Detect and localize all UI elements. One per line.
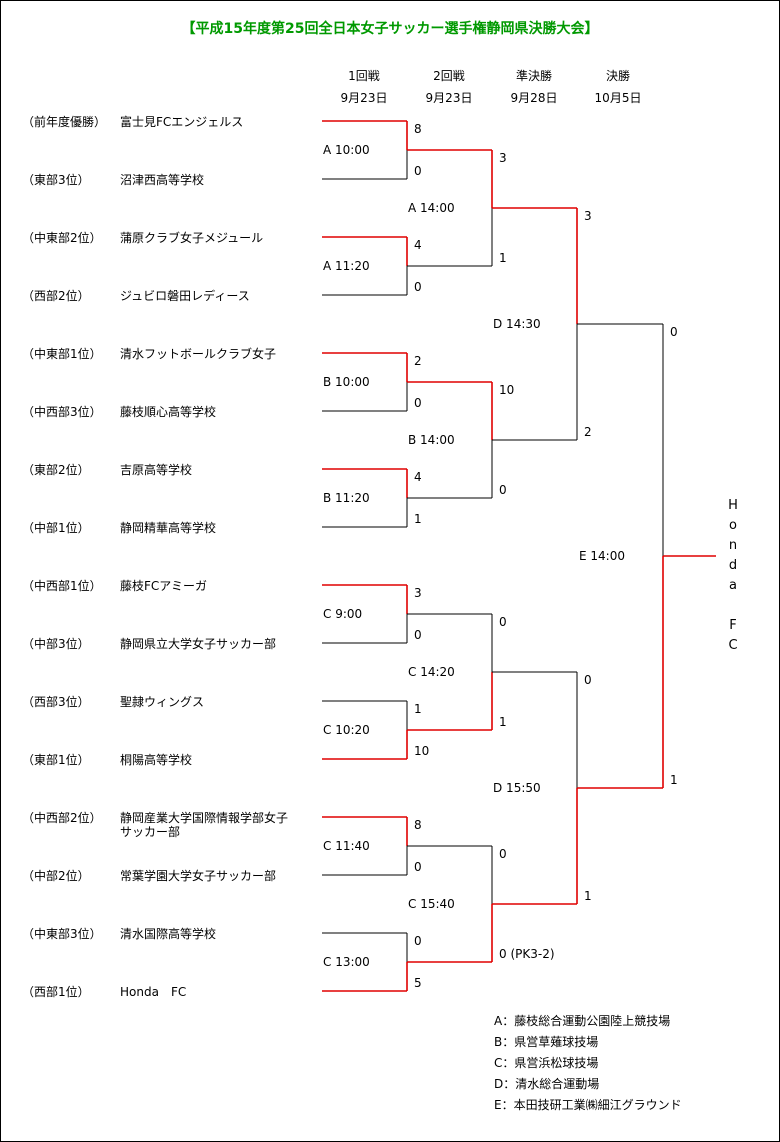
- team-name: Honda FC: [120, 985, 187, 999]
- match-score-top: 0: [414, 934, 422, 948]
- match-score-top: 10: [499, 383, 515, 397]
- team-seed: （中部1位）: [22, 521, 90, 535]
- team-name: 藤枝FCアミーガ: [120, 579, 208, 593]
- team-seed: （中西部3位）: [22, 405, 102, 419]
- team-name: 清水フットボールクラブ女子: [120, 347, 277, 361]
- match-time-label: C 11:40: [323, 839, 370, 853]
- match-score-bottom: 0: [414, 164, 422, 178]
- match-time-label: C 13:00: [323, 955, 370, 969]
- match-score-bottom: 0: [414, 396, 422, 410]
- match-score-bottom: 0: [414, 860, 422, 874]
- match-score-top: 4: [414, 470, 422, 484]
- match-time-label: B 14:00: [408, 433, 455, 447]
- team-seed: （西部2位）: [22, 289, 90, 303]
- team-seed: （中東部3位）: [22, 927, 102, 941]
- match-time-label: B 10:00: [323, 375, 370, 389]
- team-name: 蒲原クラブ女子メジュール: [120, 231, 264, 245]
- venue-item: A：藤枝総合運動公園陸上競技場: [494, 1014, 671, 1028]
- venue-item: E：本田技研工業㈱細江グラウンド: [494, 1098, 682, 1112]
- round-name: 2回戦: [433, 69, 465, 83]
- venue-item: D：清水総合運動場: [494, 1077, 600, 1091]
- team-seed: （中部2位）: [22, 869, 90, 883]
- match-time-label: A 11:20: [323, 259, 370, 273]
- team-seed: （東部2位）: [22, 463, 90, 477]
- team-seed: （前年度優勝）: [22, 115, 107, 129]
- match-time-label: D 14:30: [493, 317, 541, 331]
- team-name: 聖隷ウィングス: [120, 695, 205, 709]
- match-score-bottom: 2: [584, 425, 592, 439]
- team-name: 清水国際高等学校: [120, 927, 217, 941]
- match-score-bottom: 1: [499, 715, 507, 729]
- match-time-label: B 11:20: [323, 491, 370, 505]
- team-seed: （中西部2位）: [22, 811, 102, 825]
- match-score-bottom: 1: [499, 251, 507, 265]
- team-seed: （東部1位）: [22, 753, 90, 767]
- page-title: 【平成15年度第25回全日本女子サッカー選手権静岡県決勝大会】: [181, 21, 599, 37]
- match-score-bottom: 0: [414, 628, 422, 642]
- round-date: 9月28日: [510, 91, 558, 105]
- match-score-bottom: 0 (PK3-2): [499, 947, 555, 961]
- round-name: 決勝: [605, 69, 630, 83]
- team-name: 常葉学園大学女子サッカー部: [120, 869, 277, 883]
- team-seed: （中東部2位）: [22, 231, 102, 245]
- match-score-top: 0: [499, 847, 507, 861]
- match-score-top: 3: [414, 586, 422, 600]
- match-time-label: C 14:20: [408, 665, 455, 679]
- match-score-top: 3: [499, 151, 507, 165]
- match-score-top: 0: [670, 325, 678, 339]
- round-name: 1回戦: [348, 69, 380, 83]
- match-score-bottom: 1: [414, 512, 422, 526]
- match-time-label: C 10:20: [323, 723, 370, 737]
- match-time-label: A 14:00: [408, 201, 455, 215]
- team-name: 静岡県立大学女子サッカー部: [120, 637, 277, 651]
- round-name: 準決勝: [515, 69, 552, 83]
- team-name: 静岡産業大学国際情報学部女子 サッカー部: [120, 811, 289, 839]
- team-name: 吉原高等学校: [120, 463, 193, 477]
- match-time-label: C 9:00: [323, 607, 363, 621]
- team-seed: （中西部1位）: [22, 579, 102, 593]
- venue-item: C：県営浜松球技場: [494, 1056, 599, 1070]
- match-score-top: 8: [414, 818, 422, 832]
- round-date: 10月5日: [594, 91, 642, 105]
- team-name: 沼津西高等学校: [120, 173, 205, 187]
- match-score-bottom: 0: [414, 280, 422, 294]
- team-seed: （西部3位）: [22, 695, 90, 709]
- team-name: 藤枝順心高等学校: [120, 405, 217, 419]
- match-score-bottom: 1: [584, 889, 592, 903]
- team-seed: （中東部1位）: [22, 347, 102, 361]
- match-score-top: 0: [584, 673, 592, 687]
- team-seed: （中部3位）: [22, 637, 90, 651]
- match-score-top: 4: [414, 238, 422, 252]
- round-date: 9月23日: [425, 91, 473, 105]
- match-time-label: A 10:00: [323, 143, 370, 157]
- match-score-top: 3: [584, 209, 592, 223]
- match-time-label: C 15:40: [408, 897, 455, 911]
- team-seed: （西部1位）: [22, 985, 90, 999]
- team-name: 富士見FCエンジェルス: [120, 115, 244, 129]
- team-seed: （東部3位）: [22, 173, 90, 187]
- match-score-bottom: 0: [499, 483, 507, 497]
- match-score-bottom: 5: [414, 976, 422, 990]
- team-name: ジュビロ磐田レディース: [120, 289, 250, 303]
- match-time-label: D 15:50: [493, 781, 541, 795]
- match-score-top: 8: [414, 122, 422, 136]
- match-score-top: 2: [414, 354, 422, 368]
- match-score-bottom: 1: [670, 773, 678, 787]
- match-score-top: 0: [499, 615, 507, 629]
- venue-item: B：県営草薙球技場: [494, 1035, 599, 1049]
- match-score-top: 1: [414, 702, 422, 716]
- match-score-bottom: 10: [414, 744, 430, 758]
- team-name: 静岡精華高等学校: [120, 521, 217, 535]
- match-time-label: E 14:00: [579, 549, 625, 563]
- champion-name: H o n d a F C: [728, 498, 738, 653]
- round-date: 9月23日: [340, 91, 388, 105]
- team-name: 桐陽高等学校: [120, 753, 193, 767]
